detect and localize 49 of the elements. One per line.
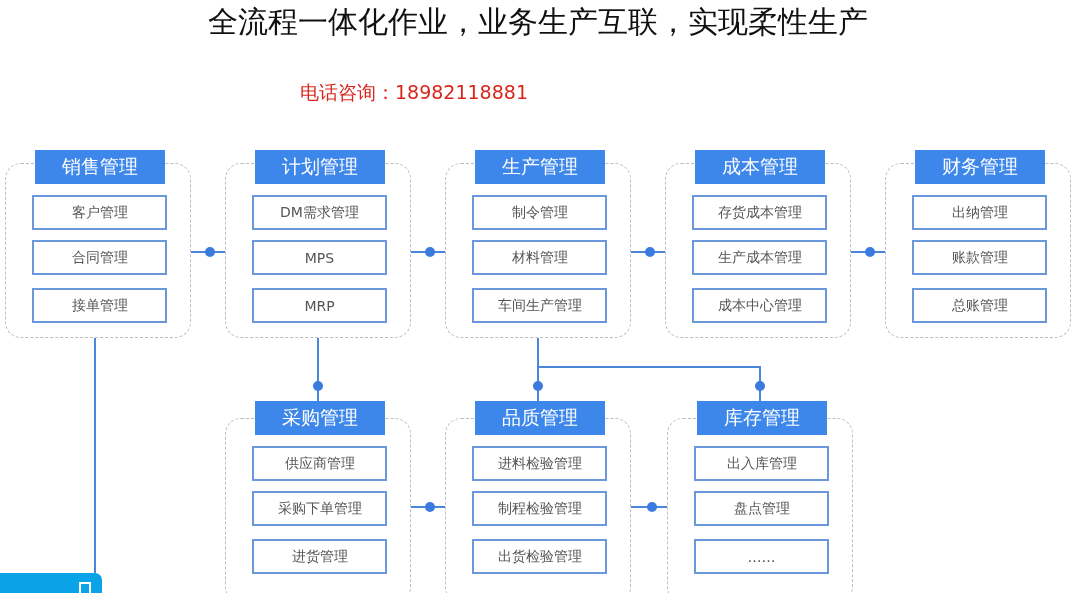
- function-box: MPS: [252, 240, 387, 275]
- function-box: 接单管理: [32, 288, 167, 323]
- module-heading: 采购管理: [255, 401, 385, 435]
- module-heading: 计划管理: [255, 150, 385, 184]
- function-box: 车间生产管理: [472, 288, 607, 323]
- function-box: 采购下单管理: [252, 491, 387, 526]
- module-heading: 库存管理: [697, 401, 827, 435]
- module-group: [665, 150, 851, 338]
- dot-connector: [630, 501, 668, 513]
- function-box: 进料检验管理: [472, 446, 607, 481]
- panel-box: [0, 573, 102, 593]
- dot-connector: [410, 501, 446, 513]
- function-box: 进货管理: [252, 539, 387, 574]
- function-box: MRP: [252, 288, 387, 323]
- module-group: [885, 150, 1071, 338]
- function-box: ……: [694, 539, 829, 574]
- function-box: 总账管理: [912, 288, 1047, 323]
- function-box: 供应商管理: [252, 446, 387, 481]
- dot-connector: [190, 246, 226, 258]
- dot-connector: [537, 337, 766, 402]
- function-box: 存货成本管理: [692, 195, 827, 230]
- function-box: 制令管理: [472, 195, 607, 230]
- dot-connector: [630, 246, 666, 258]
- function-box: 生产成本管理: [692, 240, 827, 275]
- function-box: 账款管理: [912, 240, 1047, 275]
- module-heading: 成本管理: [695, 150, 825, 184]
- module-group: [445, 150, 631, 338]
- title: 全流程一体化作业，业务生产互联，实现柔性生产: [207, 3, 869, 41]
- module-heading: 品质管理: [475, 401, 605, 435]
- module-group: [225, 150, 411, 338]
- dot-connector: [312, 337, 324, 402]
- function-box: 客户管理: [32, 195, 167, 230]
- module-heading: 销售管理: [35, 150, 165, 184]
- function-box: 制程检验管理: [472, 491, 607, 526]
- module-group: [5, 150, 191, 338]
- function-box: 盘点管理: [694, 491, 829, 526]
- function-box: 合同管理: [32, 240, 167, 275]
- module-heading: 生产管理: [475, 150, 605, 184]
- module-heading: 财务管理: [915, 150, 1045, 184]
- function-box: 材料管理: [472, 240, 607, 275]
- dot-connector: [850, 246, 886, 258]
- function-box: 成本中心管理: [692, 288, 827, 323]
- phone-note: 电话咨询：18982118881: [300, 80, 528, 105]
- connector-line: [94, 337, 96, 574]
- function-box: 出入库管理: [694, 446, 829, 481]
- function-box: 出货检验管理: [472, 539, 607, 574]
- function-box: DM需求管理: [252, 195, 387, 230]
- function-box: 出纳管理: [912, 195, 1047, 230]
- dot-connector: [410, 246, 446, 258]
